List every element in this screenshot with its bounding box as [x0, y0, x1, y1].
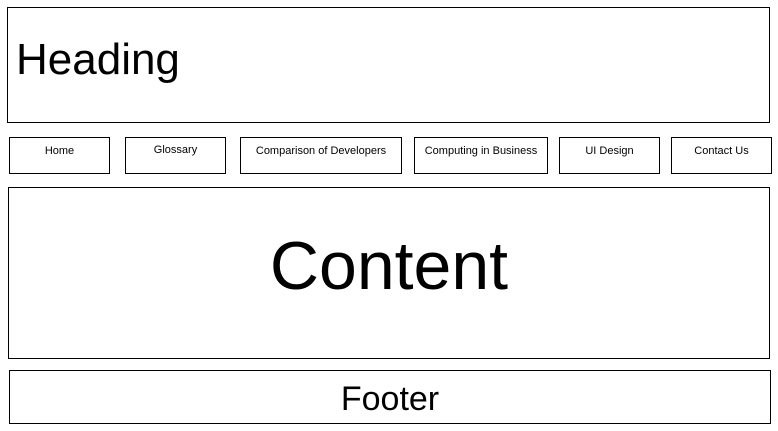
content-label: Content: [269, 228, 509, 304]
nav-ui-design-button[interactable]: UI Design: [559, 137, 660, 174]
footer-label: Footer: [340, 380, 440, 418]
nav-comparison-of-developers-button[interactable]: Comparison of Developers: [240, 137, 402, 174]
nav-home-button[interactable]: Home: [9, 137, 110, 174]
nav-glossary-button[interactable]: Glossary: [125, 137, 226, 174]
nav-contact-us-button[interactable]: Contact Us: [671, 137, 772, 174]
nav-computing-in-business-button[interactable]: Computing in Business: [414, 137, 548, 174]
content-area: Content: [8, 187, 770, 359]
heading-box: Heading: [7, 7, 770, 123]
page-heading: Heading: [16, 35, 180, 84]
footer: Footer: [9, 370, 771, 424]
